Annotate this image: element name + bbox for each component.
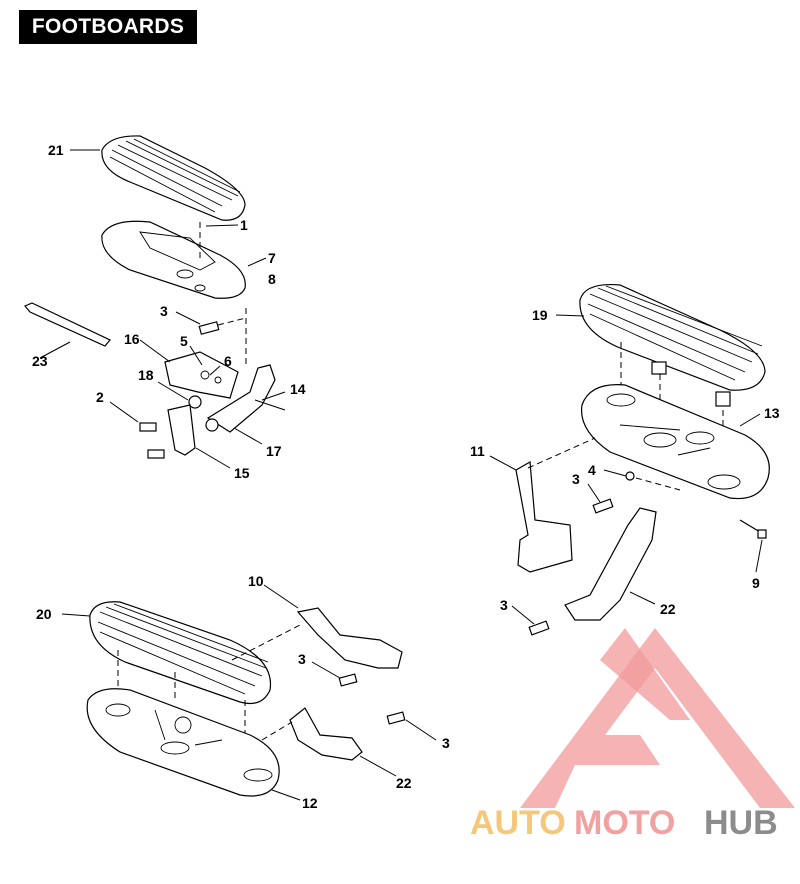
screw-3-lower-mid: [338, 673, 358, 687]
callout-7: 7: [268, 250, 276, 266]
callout-3-lower-right: 3: [442, 735, 450, 751]
callout-2: 2: [96, 389, 104, 405]
footboard-pad-21: [101, 135, 246, 221]
pin-14: [254, 399, 286, 411]
screw-3-right: [592, 498, 614, 514]
leader-lines: [39, 149, 763, 801]
callout-20: 20: [36, 606, 52, 622]
watermark-word-auto: AUTO: [470, 804, 566, 842]
screw-3-upper: [198, 321, 220, 335]
footboard-pad-19: [579, 283, 766, 407]
nut-4: [625, 471, 635, 481]
footboard-base-12: [86, 688, 280, 797]
screw-3-lower-right: [386, 711, 406, 725]
callout-3-lower-mid: 3: [298, 651, 306, 667]
support-arm-22-lower: [289, 707, 363, 761]
callout-21-top: 21: [48, 142, 64, 158]
callout-6: 6: [224, 353, 232, 369]
callout-22-lower: 22: [396, 775, 412, 791]
trim-strip-23: [24, 302, 111, 347]
callout-4: 4: [588, 462, 596, 478]
callout-3-right: 3: [572, 471, 580, 487]
footboard-tray-7-8: [101, 220, 246, 299]
watermark-mark-icon: [520, 628, 795, 808]
spring-18: [188, 395, 202, 409]
callout-22-right: 22: [660, 601, 676, 617]
footboard-pad-20: [89, 601, 272, 705]
support-arm-17: [205, 364, 276, 433]
callout-19: 19: [532, 307, 548, 323]
callout-14: 14: [290, 381, 306, 397]
footboard-base-13: [580, 384, 770, 500]
callout-3-upper: 3: [160, 303, 168, 319]
callout-13: 13: [764, 405, 780, 421]
callout-9: 9: [752, 575, 760, 591]
callout-16: 16: [124, 331, 140, 347]
callout-17: 17: [266, 443, 282, 459]
bolt-9: [739, 519, 767, 539]
callout-15: 15: [234, 465, 250, 481]
watermark-word-hub: HUB: [704, 804, 778, 842]
callout-3-right-lower: 3: [500, 597, 508, 613]
support-arm-22-right: [564, 507, 657, 621]
callout-8: 8: [268, 271, 276, 287]
callout-12: 12: [302, 795, 318, 811]
watermark-logo: [520, 628, 795, 808]
callout-10: 10: [248, 573, 264, 589]
callout-5: 5: [180, 333, 188, 349]
callout-1: 1: [240, 217, 248, 233]
watermark-word-moto: MOTO: [574, 804, 675, 842]
callout-11: 11: [470, 443, 485, 459]
screw-3-right-lower: [528, 620, 550, 636]
link-bracket-15: [167, 404, 196, 456]
screw-15-lower: [147, 449, 165, 459]
support-arm-10: [296, 607, 403, 669]
callout-23: 23: [32, 353, 48, 369]
hinge-bracket-16: [164, 351, 239, 399]
callout-18: 18: [138, 367, 154, 383]
bracket-11: [515, 461, 573, 573]
screw-2: [139, 422, 157, 432]
callout-labels: 21 1 7 8 3 23 16 5 6 18 14 2 17 15 19 13…: [32, 142, 780, 811]
page-title: FOOTBOARDS: [19, 10, 197, 44]
watermark-text: AUTO MOTO HUB: [470, 804, 778, 842]
